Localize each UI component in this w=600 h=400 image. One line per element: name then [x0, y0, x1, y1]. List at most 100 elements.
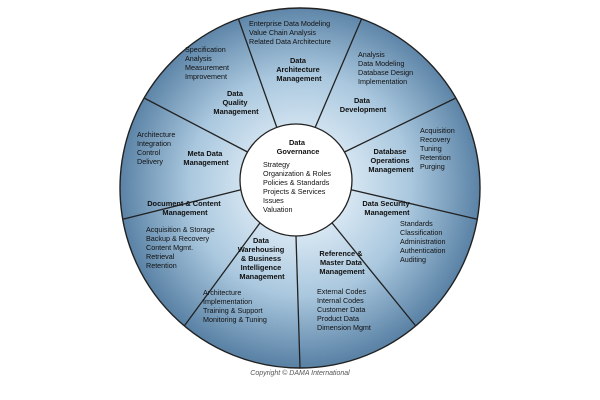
segment-title-line: Architecture — [276, 65, 320, 74]
segment-items: External Codes Internal Codes Customer D… — [317, 287, 371, 332]
segment-reference-master-data: Reference & Master Data Management Exter… — [317, 249, 371, 332]
segment-item: Control — [137, 148, 161, 157]
segment-title: Data Quality Management — [213, 89, 259, 116]
segment-item: External Codes — [317, 287, 367, 296]
segment-title-line: Management — [276, 74, 322, 83]
segment-item: Purging — [420, 162, 445, 171]
segment-item: Architecture — [137, 130, 175, 139]
segment-title-line: Meta Data — [188, 149, 224, 158]
center-title-line: Governance — [277, 147, 320, 156]
segment-item: Recovery — [420, 135, 451, 144]
center-governance: Data Governance Strategy Organization & … — [263, 138, 333, 214]
segment-item: Database Design — [358, 68, 413, 77]
segment-title-line: Data Security — [362, 199, 410, 208]
segment-divider — [122, 189, 242, 220]
segment-title: Data Warehousing & Business Intelligence… — [238, 236, 287, 281]
segment-title-line: Data — [253, 236, 270, 245]
segment-title: Document & Content Management — [147, 199, 223, 217]
segment-document-content: Document & Content Management Acquisitio… — [146, 199, 223, 270]
copyright-caption: Copyright © DAMA International — [250, 370, 350, 377]
center-item: Organization & Roles — [263, 169, 331, 178]
center-title: Data Governance — [277, 138, 320, 156]
segment-title-line: Warehousing — [238, 245, 285, 254]
segment-item: Classification — [400, 228, 442, 237]
segment-item: Implementation — [358, 77, 407, 86]
segment-item: Delivery — [137, 157, 163, 166]
segment-title: Data Development — [340, 96, 387, 114]
segment-divider — [237, 18, 278, 128]
segment-item: Tuning — [420, 144, 442, 153]
segment-data-warehousing-bi: Data Warehousing & Business Intelligence… — [203, 236, 287, 324]
segment-item: Training & Support — [203, 306, 263, 315]
segment-item: Architecture — [203, 288, 241, 297]
segment-title-line: Quality — [222, 98, 248, 107]
segment-item: Content Mgmt. — [146, 243, 193, 252]
segment-divider — [314, 18, 363, 128]
center-item: Valuation — [263, 205, 292, 214]
segment-item: Specification — [185, 45, 226, 54]
segment-item: Authentication — [400, 246, 446, 255]
segment-title-line: Reference & — [319, 249, 363, 258]
segment-items: Architecture Integration Control Deliver… — [137, 130, 177, 166]
segment-item: Acquisition & Storage — [146, 225, 215, 234]
segment-item: Customer Data — [317, 305, 365, 314]
segment-title: Database Operations Management — [368, 147, 414, 174]
segment-item: Analysis — [185, 54, 212, 63]
segment-item: Enterprise Data Modeling — [249, 19, 330, 28]
segment-item: Related Data Architecture — [249, 37, 331, 46]
segment-divider — [295, 235, 301, 369]
segment-items: Acquisition & Storage Backup & Recovery … — [146, 225, 217, 270]
segment-title-line: Database — [374, 147, 407, 156]
segment-title-line: Development — [340, 105, 387, 114]
segment-item: Product Data — [317, 314, 359, 323]
segment-title-line: Data — [227, 89, 244, 98]
center-hub — [239, 123, 353, 237]
segment-items: Specification Analysis Measurement Impro… — [185, 45, 231, 81]
segment-data-development: Analysis Data Modeling Database Design I… — [340, 50, 415, 114]
segment-item: Retention — [146, 261, 177, 270]
segment-title-line: Intelligence — [241, 263, 282, 272]
segment-title-line: Management — [319, 267, 365, 276]
segment-meta-data: Architecture Integration Control Deliver… — [137, 130, 229, 167]
segment-title-line: Management — [368, 165, 414, 174]
segment-title-line: & Business — [241, 254, 281, 263]
center-item: Policies & Standards — [263, 178, 330, 187]
segment-items: Architecture Implementation Training & S… — [203, 288, 267, 324]
segment-item: Backup & Recovery — [146, 234, 210, 243]
segment-title-line: Management — [239, 272, 285, 281]
segment-items: Analysis Data Modeling Database Design I… — [358, 50, 415, 86]
segment-title-line: Document & Content — [147, 199, 221, 208]
center-item: Strategy — [263, 160, 290, 169]
segment-title: Meta Data Management — [183, 149, 229, 167]
segment-data-architecture: Enterprise Data Modeling Value Chain Ana… — [249, 19, 332, 83]
segment-divider — [331, 222, 417, 327]
segment-title-line: Operations — [370, 156, 409, 165]
segment-item: Analysis — [358, 50, 385, 59]
segment-item: Implementation — [203, 297, 252, 306]
segment-title-line: Management — [213, 107, 259, 116]
segment-item: Measurement — [185, 63, 229, 72]
segment-data-quality: Specification Analysis Measurement Impro… — [185, 45, 259, 116]
segment-divider — [183, 222, 261, 327]
segment-items: Enterprise Data Modeling Value Chain Ana… — [249, 19, 332, 46]
segment-item: Value Chain Analysis — [249, 28, 316, 37]
segment-database-operations: Database Operations Management Acquisiti… — [368, 126, 457, 174]
segment-item: Retention — [420, 153, 451, 162]
segment-divider — [350, 189, 478, 220]
segment-item: Data Modeling — [358, 59, 404, 68]
segment-items: Acquisition Recovery Tuning Retention Pu… — [420, 126, 457, 171]
segment-item: Integration — [137, 139, 171, 148]
segment-data-security: Data Security Management Standards Class… — [362, 199, 446, 264]
center-item: Projects & Services — [263, 187, 326, 196]
segment-dividers — [122, 18, 478, 369]
segment-item: Dimension Mgmt — [317, 323, 371, 332]
segment-item: Retrieval — [146, 252, 175, 261]
segment-title: Data Security Management — [362, 199, 411, 217]
segment-title-line: Management — [183, 158, 229, 167]
center-item: Issues — [263, 196, 284, 205]
center-items: Strategy Organization & Roles Policies &… — [263, 160, 333, 214]
segment-title: Data Architecture Management — [276, 56, 322, 83]
segment-item: Acquisition — [420, 126, 455, 135]
segment-title-line: Management — [162, 208, 208, 217]
segment-title-line: Data — [354, 96, 371, 105]
